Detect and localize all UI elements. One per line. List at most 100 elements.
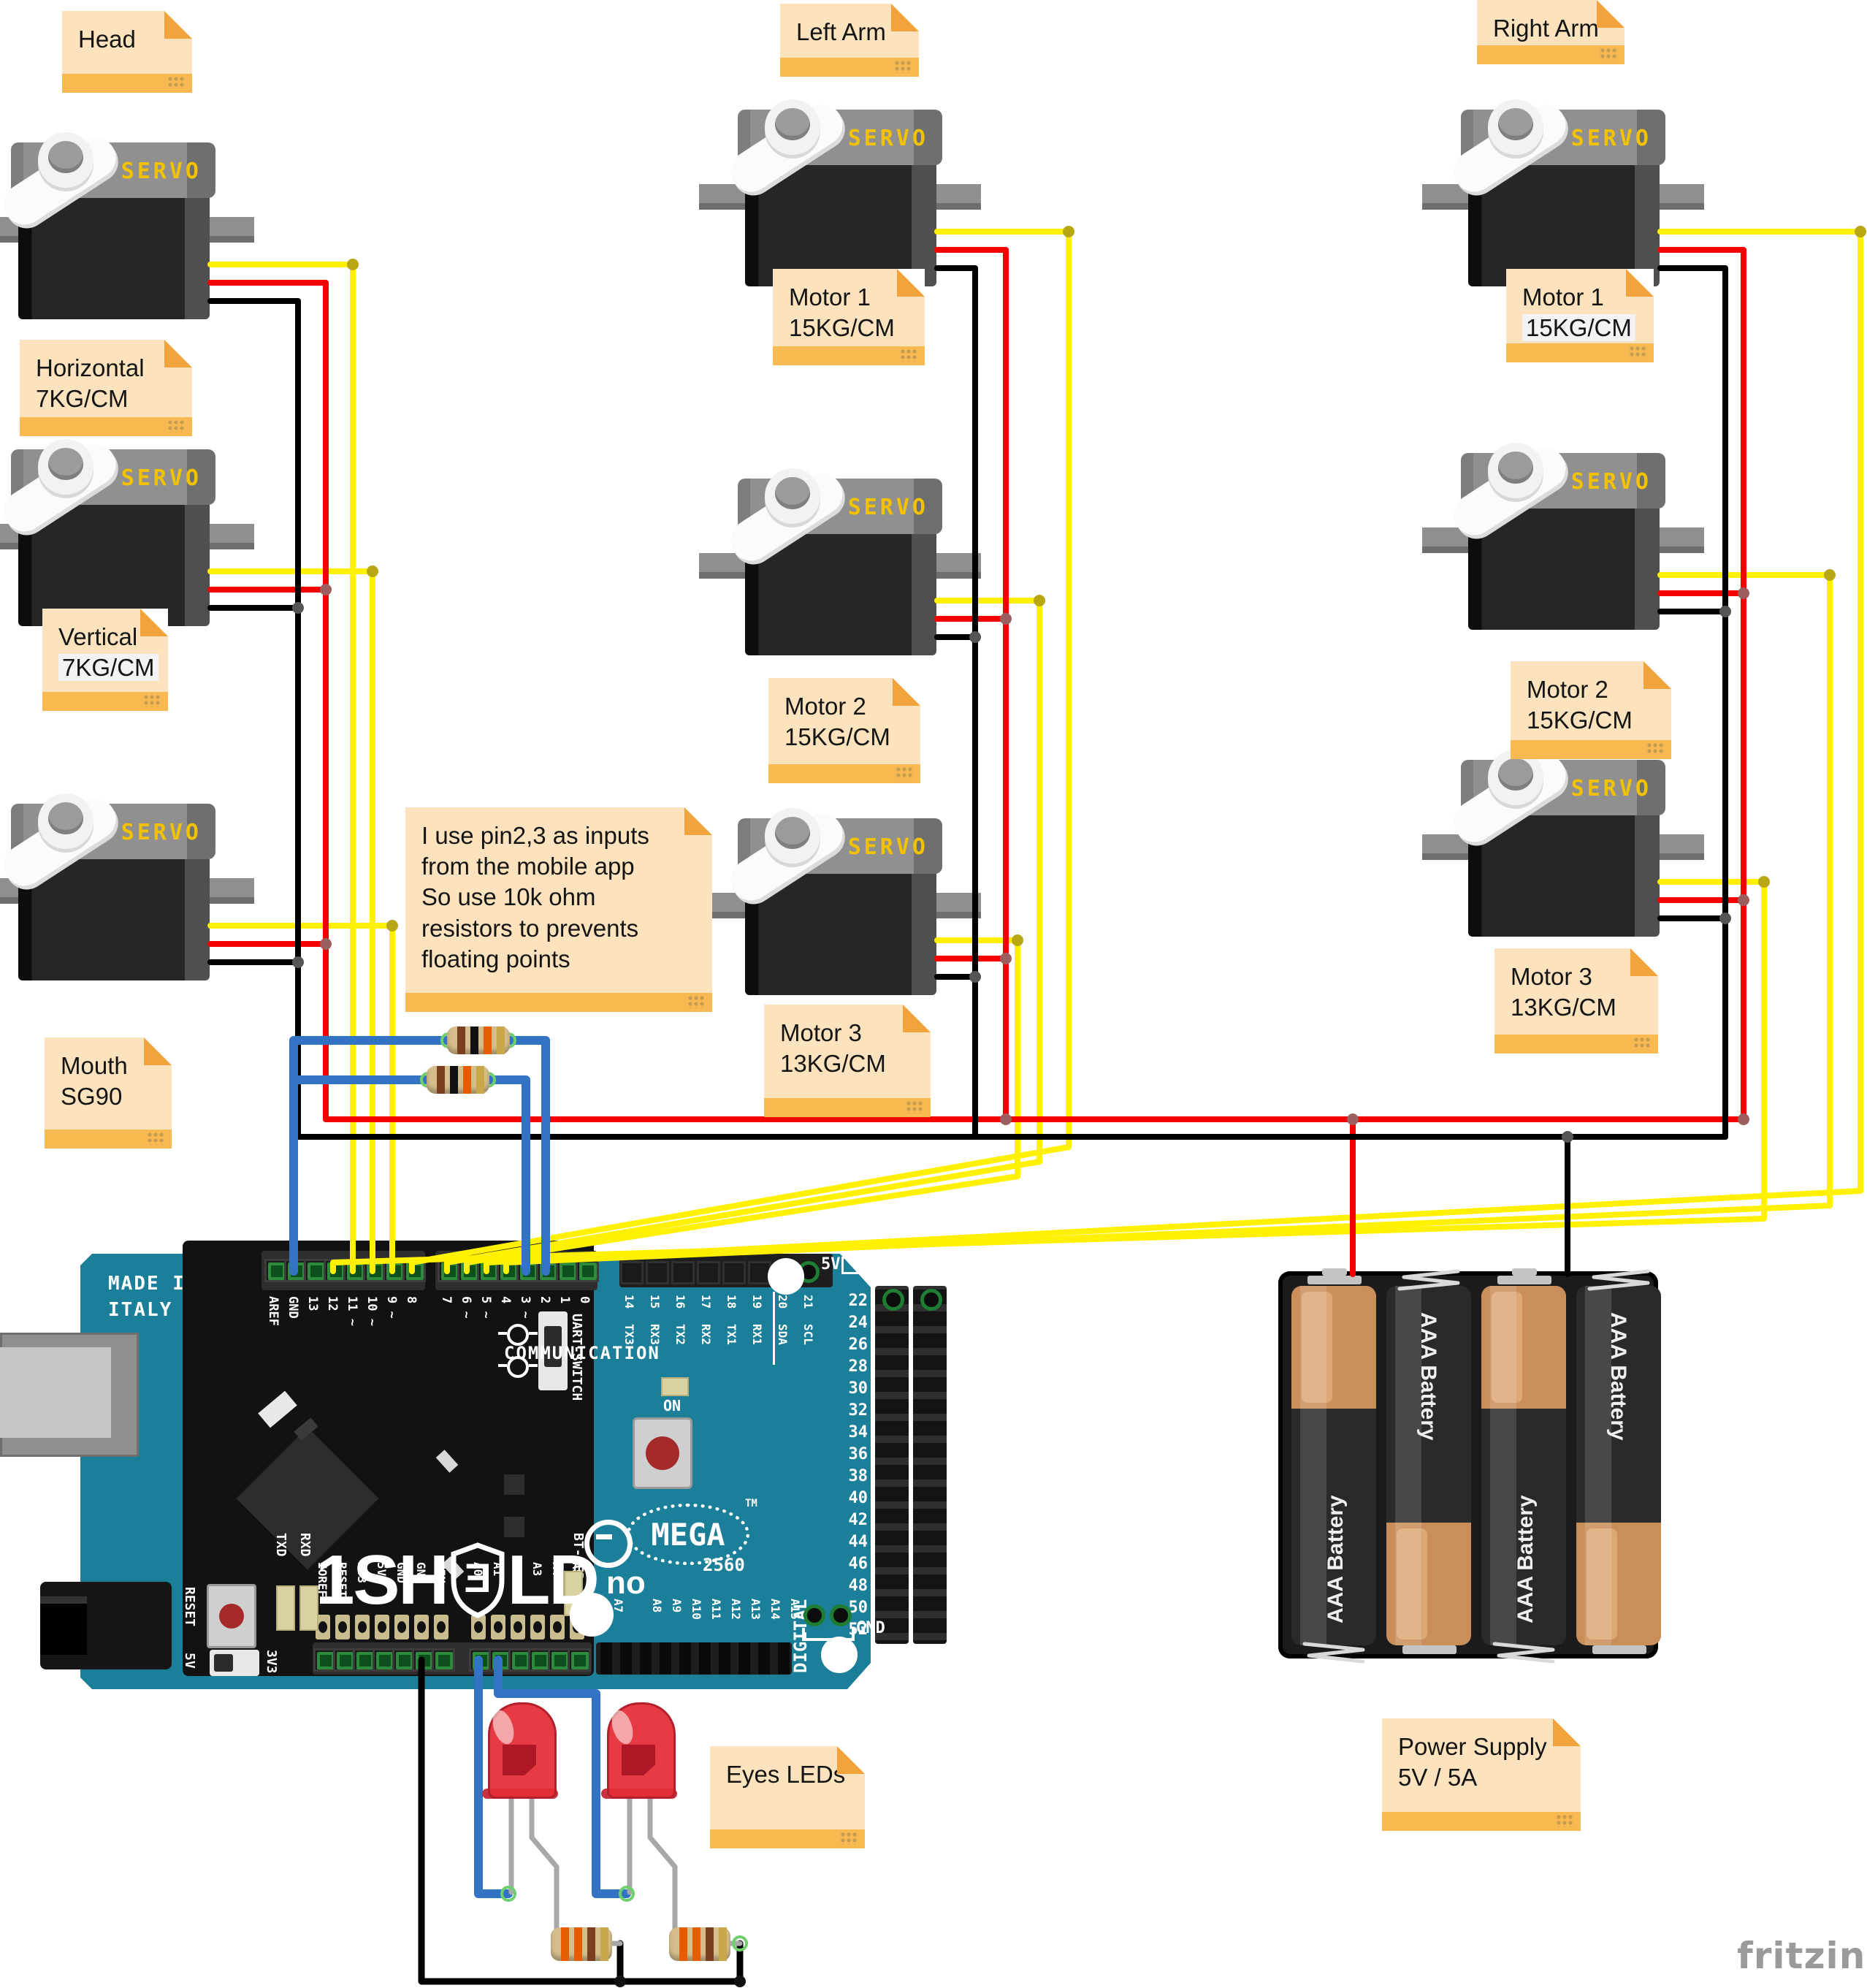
comm-pin-cell — [671, 1261, 695, 1284]
pin-pad — [511, 1615, 525, 1639]
servo-left-arm-motor3: SERVO — [699, 805, 981, 997]
uart-switch-knob[interactable] — [544, 1326, 562, 1367]
wire-junction-dot — [347, 259, 359, 270]
servo-body — [745, 869, 936, 995]
pin-pad-hole — [513, 1621, 522, 1633]
digital-pin-number: 35 — [954, 1416, 974, 1434]
servo-output-shaft — [1498, 758, 1533, 791]
servo-body — [18, 194, 210, 319]
resistor-pullres-pin2-10k — [447, 1027, 510, 1054]
wire-junction-dot — [1738, 894, 1749, 906]
made-in-label: MADE IN — [108, 1273, 199, 1295]
wire-a0-to-led1 — [474, 1656, 513, 1898]
battery-stripe — [1300, 1286, 1326, 1645]
note-line-text: SG90 — [61, 1083, 123, 1111]
wire-junction-dot — [1034, 595, 1045, 606]
pin-pad-hole — [494, 1621, 503, 1633]
battery-stripe — [1395, 1286, 1421, 1645]
note-line-text: I use pin2,3 as inputs — [421, 822, 649, 849]
battery-cell-1: AAA Battery — [1291, 1286, 1376, 1645]
battery-copper-highlight — [1302, 1292, 1332, 1403]
servo-output-shaft — [775, 477, 810, 509]
note-grip-dots — [906, 1100, 923, 1113]
comm-pin-cell — [646, 1261, 669, 1284]
note-line-text: 15KG/CM — [789, 314, 895, 342]
battery-copper-cap — [1386, 1523, 1471, 1645]
digital-pin-number: 40 — [848, 1489, 868, 1507]
pin-23-contact — [920, 1289, 942, 1311]
digital-pin-number: 22 — [848, 1292, 868, 1310]
pin-pad — [316, 1615, 330, 1639]
servo-body — [1468, 811, 1660, 937]
wire-junction-dot — [1855, 226, 1866, 237]
wire-junction-dot — [292, 956, 304, 968]
note-line-text: Right Arm — [1493, 15, 1599, 42]
wire-junction-dot — [1758, 876, 1770, 888]
wire-junction-dot — [292, 602, 304, 614]
voltage-switch-knob[interactable] — [214, 1654, 233, 1672]
sticky-note-pin-note: I use pin2,3 as inputs from the mobile ap… — [405, 807, 712, 1012]
resistor-band — [692, 1927, 700, 1961]
wire-junction-dot — [1347, 1113, 1359, 1125]
note-line: 5V / 5A — [1398, 1762, 1565, 1793]
note-line: Horizontal — [36, 353, 176, 384]
pin-pad — [491, 1615, 505, 1639]
note-line-text: Power Supply — [1398, 1733, 1547, 1760]
pin-pad-hole — [338, 1621, 347, 1633]
digital-pin-number: 30 — [848, 1379, 868, 1398]
note-line: Mouth — [61, 1051, 156, 1081]
wire-junction-dot — [1738, 587, 1749, 599]
servo-brand-label: SERVO — [1570, 126, 1652, 151]
uart-switch[interactable] — [538, 1311, 568, 1390]
resistor-band — [706, 1927, 714, 1961]
wire-left-gnd-riser — [207, 298, 301, 1140]
wire-junction-dot — [1738, 1113, 1749, 1125]
connector-ring — [619, 1886, 635, 1902]
note-line-text: from the mobile app — [421, 853, 635, 880]
battery-stripe — [1585, 1286, 1611, 1645]
voltage-switch[interactable] — [210, 1650, 259, 1676]
pin-pad-hole — [437, 1621, 446, 1633]
comm-pin-cell — [722, 1261, 746, 1284]
pin-pad-hole — [533, 1621, 542, 1633]
power-jack-hole — [40, 1596, 87, 1655]
servo-brand-label: SERVO — [847, 834, 928, 860]
note-bottom-bar — [20, 417, 192, 436]
pin-contact — [435, 1652, 453, 1669]
note-line-text: 13KG/CM — [1511, 994, 1616, 1021]
power-on-led — [661, 1377, 689, 1396]
wire-servo-leftarm3-signal — [464, 937, 1020, 1274]
shield-reset-button[interactable] — [207, 1584, 256, 1648]
sticky-note-head: Head — [62, 11, 192, 93]
battery-cell-4: AAA Battery — [1576, 1286, 1661, 1645]
mega-logo-oval: MEGA — [627, 1504, 749, 1565]
servo-output-shaft — [775, 108, 810, 140]
pin-pad-hole — [378, 1621, 386, 1633]
smd-component — [504, 1517, 524, 1537]
mega-label: MEGA — [651, 1516, 725, 1553]
mounting-hole — [768, 1258, 804, 1295]
pin-pad-hole — [417, 1621, 426, 1633]
servo-body — [745, 161, 936, 286]
wire-spring — [1302, 1642, 1365, 1664]
note-text-pin-note: I use pin2,3 as inputs from the mobile ap… — [405, 807, 712, 988]
note-line: Motor 1 — [1522, 282, 1638, 313]
digital-pin-number: 31 — [954, 1372, 974, 1390]
wire-mid-gnd-riser — [934, 265, 978, 1140]
eye-led-2 — [601, 1702, 677, 1799]
mega-reset-button[interactable] — [633, 1417, 692, 1489]
pin-pad-hole — [358, 1621, 367, 1633]
digital-pin-number: 53 — [954, 1613, 974, 1631]
note-line-text: Vertical — [58, 623, 138, 650]
servo-right-arm-motor2: SERVO — [1422, 440, 1704, 632]
note-line: So use 10k ohm — [421, 882, 696, 913]
logo-text-2: LD — [507, 1541, 600, 1619]
note-line-text: 13KG/CM — [780, 1050, 886, 1078]
pin-contact — [571, 1652, 589, 1669]
note-grip-dots — [1556, 1814, 1573, 1827]
